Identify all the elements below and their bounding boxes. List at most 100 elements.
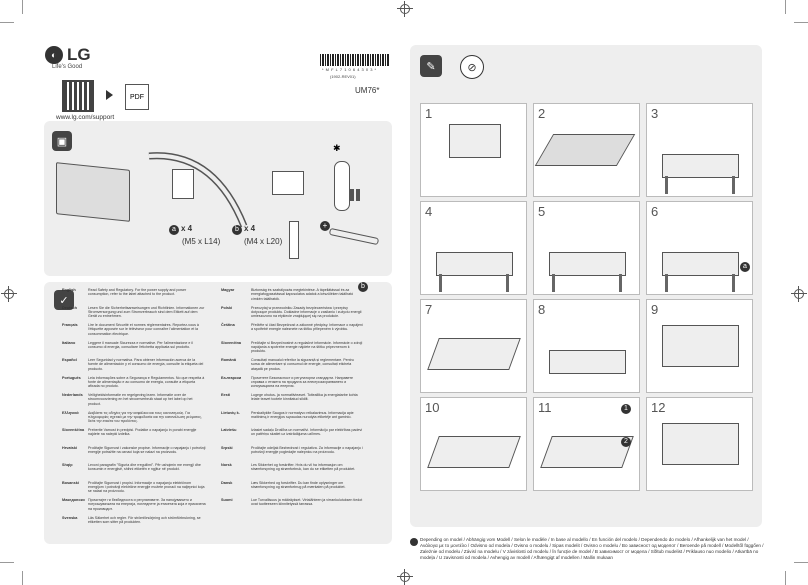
language-name: Български bbox=[221, 375, 242, 380]
support-url: www.lg.com/support bbox=[56, 114, 115, 121]
language-name: Deutsch bbox=[62, 305, 77, 310]
language-text: Прочетете Безопасност и регулаторни стан… bbox=[251, 375, 353, 389]
language-text: Прочитајте ги безбедноста и регулативите… bbox=[88, 498, 206, 511]
language-text: Læs Sikkerhed og forskrifter. Du kan fin… bbox=[251, 480, 346, 489]
step-number: 10 bbox=[425, 400, 440, 415]
screw-b-size: (M4 x L20) bbox=[244, 237, 283, 246]
no-tool-icon: ⊘ bbox=[460, 55, 484, 79]
language-text: Preberite Varnost in predpisi. Podatke o… bbox=[88, 428, 197, 437]
step-illustration bbox=[540, 436, 634, 468]
step-illustration bbox=[449, 124, 501, 158]
barcode bbox=[320, 54, 390, 66]
language-name: Latviešu bbox=[221, 428, 237, 432]
step-illustration bbox=[662, 423, 739, 465]
language-text: Veiligheidsinformatie en regelgeving lez… bbox=[88, 393, 193, 406]
step-box: 9 bbox=[646, 299, 753, 393]
step-illustration bbox=[549, 350, 626, 374]
language-text: Lesen Sie die Sicherheitsanweisungen und… bbox=[88, 305, 205, 319]
trim-mark bbox=[785, 571, 786, 585]
screw-a-callout: a bbox=[740, 262, 750, 272]
step-illustration bbox=[427, 436, 521, 468]
step-illustration bbox=[549, 252, 626, 276]
callout-one: 1 bbox=[621, 404, 631, 414]
language-name: Polski bbox=[221, 305, 233, 310]
arrow-right-icon bbox=[106, 90, 113, 100]
stand-base-illustration bbox=[172, 169, 194, 199]
checkmark-icon: ✓ bbox=[54, 290, 74, 310]
step-box: 8 bbox=[533, 299, 640, 393]
language-name: Norsk bbox=[221, 463, 232, 467]
lg-logo: ◐ LG bbox=[45, 45, 91, 65]
language-name: Čeština bbox=[221, 323, 235, 327]
step-number: 2 bbox=[538, 106, 546, 121]
step-illustration bbox=[662, 154, 739, 178]
bluetooth-icon: ✱ bbox=[333, 143, 341, 153]
qr-code bbox=[62, 80, 94, 112]
language-text: Přečtěte si část Bezpečnost a zákonné př… bbox=[251, 323, 364, 332]
language-name: Bosanski bbox=[62, 480, 79, 485]
language-text: Läs Säkerhet och regler. För strömförsör… bbox=[88, 515, 201, 524]
language-text: Pročitajte Sigurnost i zakonske propise.… bbox=[88, 445, 206, 454]
trim-mark bbox=[794, 22, 808, 23]
table-leg bbox=[439, 274, 442, 292]
language-text: Pročitajte Sigurnost i propisi. Informac… bbox=[88, 480, 205, 494]
trim-mark bbox=[785, 0, 786, 14]
step-box: 7 bbox=[420, 299, 527, 393]
battery-icon bbox=[356, 189, 360, 201]
language-name: Lietuvių k. bbox=[221, 410, 240, 415]
table-leg bbox=[506, 274, 509, 292]
accessories-panel: ▣ ✱ a x 4 (M5 x L14) b x 4 (M4 x L20) + bbox=[44, 121, 392, 276]
language-text: Leer Seguridad y normativa. Para obtener… bbox=[88, 358, 204, 371]
table-leg bbox=[552, 274, 555, 292]
screw-a-size: (M5 x L14) bbox=[182, 237, 221, 246]
step-number: 12 bbox=[651, 400, 666, 415]
plus-icon: + bbox=[320, 221, 330, 231]
step-number: 5 bbox=[538, 204, 546, 219]
footer-note: Depending on model / Abhängig vom Modell… bbox=[420, 537, 764, 560]
language-text: Perskaitykite Saugos ir normatyvo reikal… bbox=[251, 410, 354, 419]
lg-logo-icon: ◐ bbox=[45, 46, 63, 64]
trim-mark bbox=[794, 562, 808, 563]
language-text: Leia informações sobre a Segurança e Reg… bbox=[88, 375, 205, 389]
step-number: 7 bbox=[425, 302, 433, 317]
language-text: Izlasiet sadaļu Drošība un normatīvi. In… bbox=[251, 428, 363, 437]
table-leg bbox=[732, 176, 735, 194]
brand-logo-text: LG bbox=[67, 45, 91, 64]
step-box: 3 bbox=[646, 103, 753, 197]
barcode-number: * M F L 7 1 0 6 4 3 0 3 * bbox=[322, 67, 377, 72]
language-text: Biztonság és szabályozás megtekintése. A… bbox=[251, 288, 354, 301]
step-box: 5 bbox=[533, 201, 640, 295]
language-text: Lire le document Sécurité et normes régl… bbox=[88, 323, 199, 336]
language-text: Przeczytaj w przewodniku Zasady bezpiecz… bbox=[251, 305, 362, 319]
step-number: 8 bbox=[538, 302, 546, 317]
step-box: 2 bbox=[533, 103, 640, 197]
language-text: Pročitajte odeljak Bezbednost i regulati… bbox=[251, 445, 363, 454]
step-number: 11 bbox=[538, 400, 552, 415]
table-leg bbox=[665, 176, 668, 194]
box-icon: ▣ bbox=[52, 131, 72, 151]
trim-mark bbox=[22, 571, 23, 585]
language-name: Slovenčina bbox=[221, 340, 242, 345]
manual-illustration bbox=[272, 171, 304, 195]
registration-mark-top bbox=[397, 1, 413, 17]
brand-tagline: Life's Good bbox=[52, 64, 83, 70]
language-name: Nederlands bbox=[62, 393, 83, 397]
step-illustration bbox=[534, 134, 636, 166]
step-illustration bbox=[662, 325, 739, 367]
battery-icon bbox=[350, 189, 354, 201]
language-text: Lue Turvallisuus ja määräykset. Virtaläh… bbox=[251, 498, 363, 507]
screw-b-icon: b bbox=[232, 225, 242, 235]
step-box: 4 bbox=[420, 201, 527, 295]
trim-mark bbox=[0, 562, 14, 563]
step-box: 6 bbox=[646, 201, 753, 295]
step-number: 3 bbox=[651, 106, 659, 121]
language-name: Slovenščina bbox=[62, 428, 85, 432]
table-leg bbox=[619, 274, 622, 292]
cable-holder-illustration bbox=[289, 221, 299, 259]
language-name: Français bbox=[62, 323, 78, 327]
step-number: 6 bbox=[651, 204, 659, 219]
language-name: Shqip bbox=[62, 463, 73, 467]
step-box: 12 bbox=[646, 397, 753, 491]
